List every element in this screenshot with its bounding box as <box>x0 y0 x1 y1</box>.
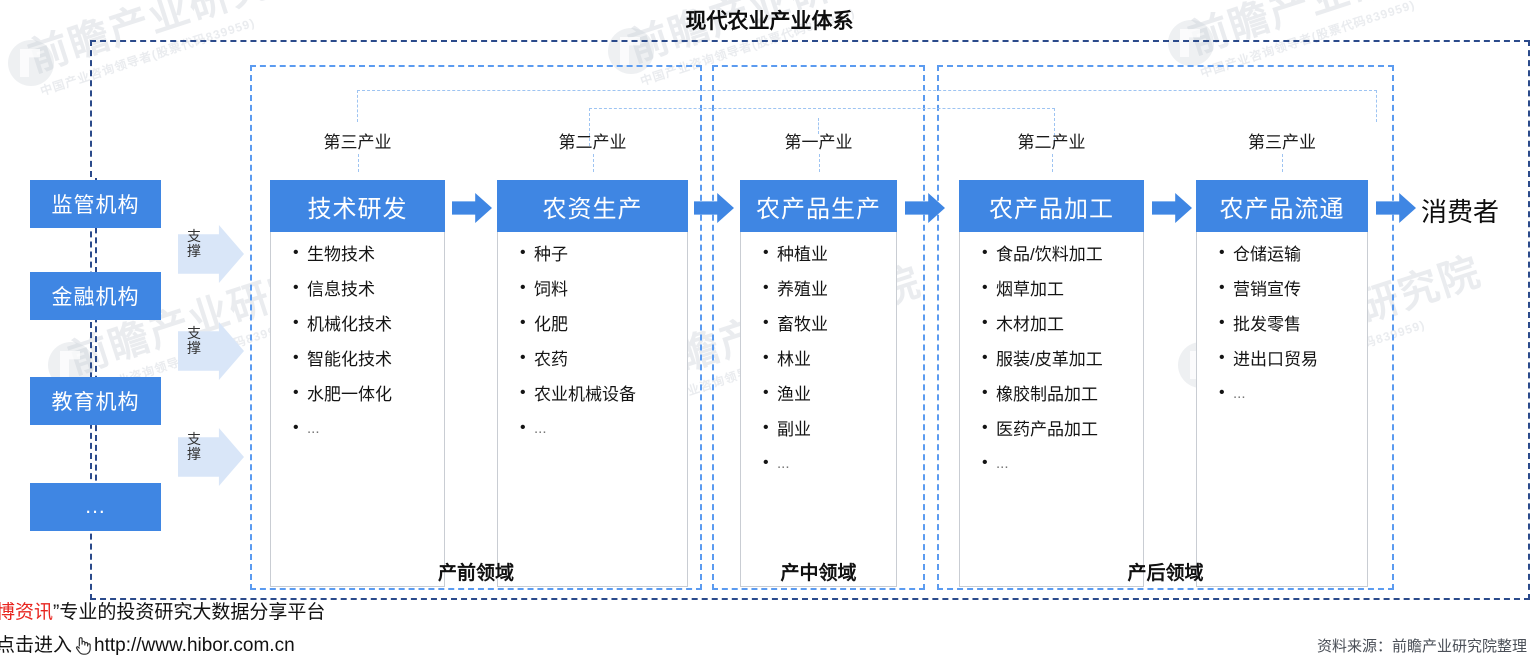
hibor-enter-label: 点击进入 <box>0 635 73 656</box>
support-label: 支撑 <box>187 325 201 356</box>
list-item: 信息技术 <box>293 280 438 298</box>
stage-tick-line <box>1051 154 1053 172</box>
list-item: 农业机械设备 <box>520 385 681 403</box>
list-item: 仓储运输 <box>1219 245 1361 263</box>
stage-item-list: 种子 饲料 化肥 农药 农业机械设备 ... <box>497 232 688 587</box>
stage-sector-label: 第二产业 <box>558 133 627 152</box>
institution-connector-line <box>95 178 97 530</box>
region-label-post-production: 产后领域 <box>1127 563 1204 584</box>
sector-connector-tertiary <box>357 90 1377 122</box>
list-item: 医药产品加工 <box>982 420 1137 438</box>
stage-card-agri-production[interactable]: 第一产业 农产品生产 种植业 养殖业 畜牧业 林业 渔业 副业 ... <box>740 133 897 587</box>
list-item: 饲料 <box>520 280 681 298</box>
list-item: 种植业 <box>763 245 890 263</box>
institution-label: 金融机构 <box>51 286 140 309</box>
list-item: 批发零售 <box>1219 315 1361 333</box>
stage-sector-label: 第三产业 <box>1248 133 1316 152</box>
stage-title: 农资生产 <box>497 180 688 232</box>
list-item: 生物技术 <box>293 245 438 263</box>
list-item: 机械化技术 <box>293 315 438 333</box>
hibor-brand: 博资讯 <box>0 602 54 623</box>
list-item: 智能化技术 <box>293 350 438 368</box>
support-label: 支撑 <box>187 431 201 462</box>
list-item: 水肥一体化 <box>293 385 438 403</box>
stage-tick-line <box>1282 154 1283 172</box>
region-label-pre-production: 产前领域 <box>437 563 514 584</box>
list-item: ... <box>520 420 681 436</box>
stage-item-list: 生物技术 信息技术 机械化技术 智能化技术 水肥一体化 ... <box>270 232 445 587</box>
institution-label: 教育机构 <box>51 391 140 414</box>
stage-title: 农产品生产 <box>740 180 897 232</box>
list-item: 种子 <box>520 245 681 263</box>
list-item: ... <box>1219 385 1361 401</box>
list-item: 副业 <box>763 420 890 438</box>
stage-item-list: 食品/饮料加工 烟草加工 木材加工 服装/皮革加工 橡胶制品加工 医药产品加工 … <box>959 232 1144 587</box>
pointing-hand-icon <box>72 634 94 656</box>
stage-title: 农产品流通 <box>1196 180 1368 232</box>
stage-title: 技术研发 <box>270 180 445 232</box>
stage-card-tech-rnd[interactable]: 第三产业 技术研发 生物技术 信息技术 机械化技术 智能化技术 水肥一体化 ..… <box>270 133 445 587</box>
hibor-url[interactable]: http://www.hibor.com.cn <box>94 635 295 656</box>
support-arrow-3: 支撑 <box>178 428 244 486</box>
stage-card-agri-distribution[interactable]: 第三产业 农产品流通 仓储运输 营销宣传 批发零售 进出口贸易 ... <box>1196 133 1368 587</box>
list-item: 农药 <box>520 350 681 368</box>
list-item: 营销宣传 <box>1219 280 1361 298</box>
stage-tick-line <box>818 154 820 172</box>
stage-card-agri-inputs[interactable]: 第二产业 农资生产 种子 饲料 化肥 农药 农业机械设备 ... <box>497 133 688 587</box>
stage-sector-label: 第二产业 <box>1017 133 1086 152</box>
stage-tick-line <box>357 154 359 172</box>
support-arrow-2: 支撑 <box>178 322 244 380</box>
list-item: 烟草加工 <box>982 280 1137 298</box>
institution-box-financial[interactable]: 金融机构 <box>30 272 161 320</box>
sector-connector-primary <box>818 118 819 134</box>
stage-item-list: 种植业 养殖业 畜牧业 林业 渔业 副业 ... <box>740 232 897 587</box>
region-label-mid-production: 产中领域 <box>780 563 857 584</box>
stage-tick-line <box>592 154 594 172</box>
hibor-tagline: 专业的投资研究大数据分享平台 <box>59 602 326 623</box>
watermark-logo-icon <box>8 40 54 86</box>
list-item: 服装/皮革加工 <box>982 350 1137 368</box>
page-title: 现代农业产业体系 <box>685 10 854 33</box>
watermark-logo-icon <box>1168 20 1214 66</box>
hibor-banner[interactable]: 博资讯”专业的投资研究大数据分享平台 <box>0 597 325 624</box>
list-item: ... <box>763 455 890 471</box>
list-item: 养殖业 <box>763 280 890 298</box>
list-item: 林业 <box>763 350 890 368</box>
sector-connector-secondary <box>589 108 1055 146</box>
list-item: 渔业 <box>763 385 890 403</box>
stage-card-agri-processing[interactable]: 第二产业 农产品加工 食品/饮料加工 烟草加工 木材加工 服装/皮革加工 橡胶制… <box>959 133 1144 587</box>
institution-box-regulator[interactable]: 监管机构 <box>30 180 161 228</box>
institution-label: ... <box>85 495 106 518</box>
source-note: 资料来源：前瞻产业研究院整理 <box>1316 638 1527 655</box>
system-boundary-frame <box>90 40 1530 600</box>
stage-sector-label: 第三产业 <box>323 133 392 152</box>
list-item: 橡胶制品加工 <box>982 385 1137 403</box>
institution-box-other[interactable]: ... <box>30 483 161 531</box>
institution-label: 监管机构 <box>51 194 140 217</box>
stage-sector-label: 第一产业 <box>784 133 853 152</box>
list-item: ... <box>293 420 438 436</box>
support-label: 支撑 <box>187 228 201 259</box>
stage-item-list: 仓储运输 营销宣传 批发零售 进出口贸易 ... <box>1196 232 1368 587</box>
region-box-pre-production <box>250 65 702 590</box>
list-item: 进出口贸易 <box>1219 350 1361 368</box>
list-item: ... <box>982 455 1137 471</box>
region-box-mid-production <box>712 65 925 590</box>
stage-title: 农产品加工 <box>959 180 1144 232</box>
hibor-link-row[interactable]: 点击进入 http://www.hibor.com.cn <box>0 630 295 657</box>
support-arrow-1: 支撑 <box>178 225 244 283</box>
list-item: 畜牧业 <box>763 315 890 333</box>
hibor-quote: ” <box>53 602 60 623</box>
region-box-post-production <box>937 65 1394 590</box>
institution-box-education[interactable]: 教育机构 <box>30 377 161 425</box>
list-item: 木材加工 <box>982 315 1137 333</box>
consumer-label: 消费者 <box>1421 197 1500 227</box>
list-item: 化肥 <box>520 315 681 333</box>
list-item: 食品/饮料加工 <box>982 245 1137 263</box>
